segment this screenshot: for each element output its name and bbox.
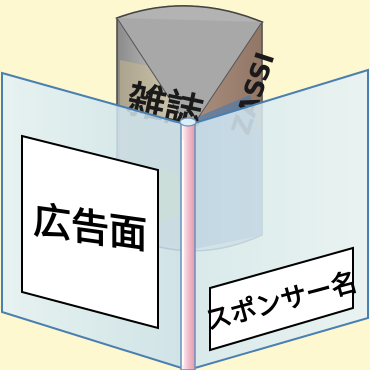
ad-surface-card: 広告面	[21, 134, 159, 330]
center-pole	[179, 117, 197, 370]
